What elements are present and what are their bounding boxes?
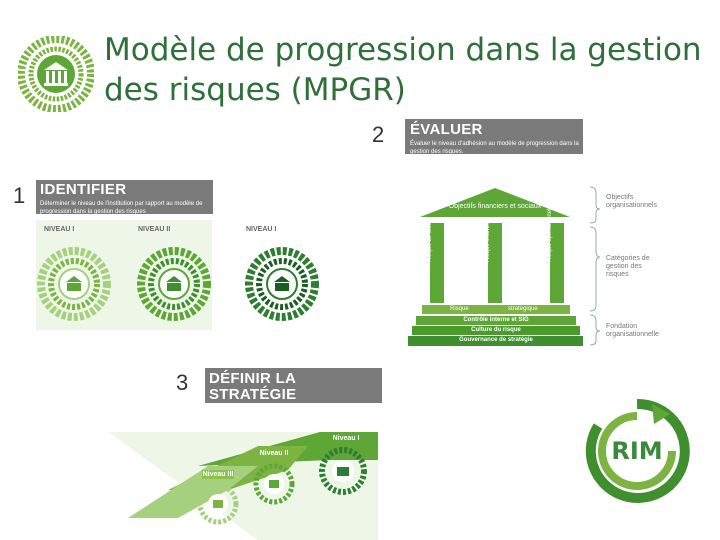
step-text-2: Culture du risque [471, 327, 521, 333]
step-1-number: 1 [13, 183, 26, 208]
evaluer-desc: Évaluer le niveau d’adhésion au modèle d… [410, 141, 579, 155]
level-label-3: NIVEAU I [246, 226, 277, 233]
level-label-2: NIVEAU II [138, 226, 171, 233]
strategie-box: DÉFINIR LA STRATÉGIE Déterminer la démar… [205, 368, 382, 420]
base-left-text: Risque [450, 306, 469, 312]
pillar-1 [430, 223, 444, 303]
strategie-heading: DÉFINIR LA STRATÉGIE [209, 370, 297, 403]
pillar-3-text: Risque opérationnel [547, 208, 553, 262]
step-text-3: Gouvernance de stratégie [459, 337, 533, 343]
step-3-number: 3 [176, 370, 189, 395]
rim-logo-text: RIM [611, 437, 663, 465]
strat-level-2: Niveau II [258, 449, 290, 458]
stair-band-3 [128, 466, 258, 518]
strat-wheel-2-icon [253, 463, 295, 505]
level-label-1: NIVEAU I [44, 226, 75, 233]
identifier-heading: IDENTIFIER [40, 181, 127, 198]
pillar-3 [550, 223, 564, 303]
strat-wheel-3-icon [197, 483, 239, 525]
level-3-wheel-icon [245, 247, 319, 321]
label-objectifs: Objectifs organisationnels [606, 194, 657, 209]
pillar-2 [488, 223, 502, 303]
roof-text: Objectifs financiers et sociaux [448, 203, 542, 210]
page-title: Modèle de progression dans la gestion de… [104, 32, 702, 108]
pillar-2-text: Risque financier [485, 218, 491, 262]
strat-wheel-1-icon [319, 447, 367, 495]
label-fondation: Fondation organisationnelle [606, 323, 659, 338]
label-categories: Catégories de gestion des risques [606, 255, 650, 278]
strat-level-1: Niveau I [330, 434, 362, 443]
step-bar-3 [408, 336, 583, 346]
evaluer-box: ÉVALUER Évaluer le niveau d’adhésion au … [405, 119, 583, 155]
base-right-text: stratégique [508, 306, 538, 312]
step-bar-1 [416, 316, 576, 325]
temple-roof [420, 188, 570, 217]
brackets-icon [589, 186, 601, 346]
pillar-1-text: Risque de crédit [427, 218, 433, 262]
level-1-wheel-icon [37, 247, 111, 321]
rim-logo-icon [585, 398, 690, 503]
strat-level-3: Niveau III [202, 470, 234, 479]
step-text-1: Contrôle interne et SIG [463, 317, 529, 323]
step-bar-2 [412, 326, 580, 335]
level-2-wheel-icon [137, 247, 211, 321]
temple-base [422, 305, 570, 314]
temple-diagram [408, 188, 583, 346]
identifier-box: IDENTIFIER Déterminer le niveau de l’ins… [36, 180, 213, 215]
identifier-desc: Déterminer le niveau de l’institution pa… [40, 201, 203, 215]
evaluer-heading: ÉVALUER [410, 121, 483, 138]
strategie-desc: Déterminer la démarche évolutive de l’in… [209, 406, 380, 420]
emblem-icon [18, 36, 94, 112]
step-2-number: 2 [372, 122, 385, 147]
